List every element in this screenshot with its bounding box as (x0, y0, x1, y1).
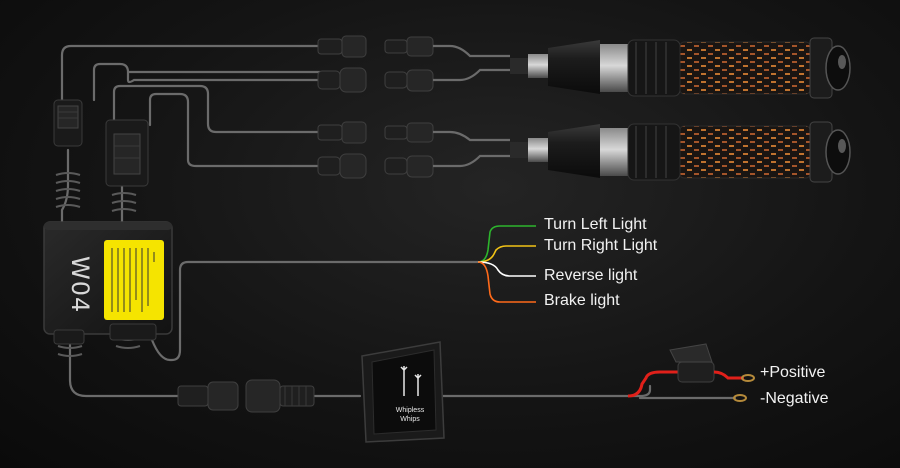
controller-input-plug-1 (53, 99, 83, 147)
connector-group (317, 35, 434, 179)
positive-wire-out (713, 370, 744, 380)
negative-terminal-ring (733, 394, 747, 402)
turn-left-label: Turn Left Light (544, 216, 647, 233)
negative-label: -Negative (760, 390, 829, 407)
whip-light-1 (510, 37, 851, 99)
turn-left-wire (477, 225, 536, 263)
controller-model-label: W04 (66, 256, 94, 314)
brake-wire (477, 261, 536, 303)
controller-input-plug-2 (105, 119, 149, 187)
fuse-holder (627, 343, 755, 402)
switch-label-line1: Whipless (395, 407, 425, 414)
cable-controller-top-left (60, 148, 70, 227)
positive-label: +Positive (760, 364, 826, 381)
cable-switch-out (440, 384, 652, 398)
controller-box (43, 221, 173, 345)
connector-pair-2 (317, 67, 434, 93)
connector-pair-4 (317, 153, 434, 179)
cables (60, 44, 737, 400)
reverse-wire (477, 261, 536, 277)
warning-label (104, 240, 164, 320)
cable-whip1-right (92, 62, 322, 102)
cable-whip2-left (112, 84, 322, 134)
switch-label-line2: Whips (400, 416, 420, 423)
warning-label-lines (111, 248, 155, 312)
connector-pair-3 (317, 121, 434, 144)
whip-light-2 (510, 121, 851, 183)
cable-whip1-left (60, 44, 322, 102)
switch-connectors (177, 379, 315, 413)
turn-right-label: Turn Right Light (544, 237, 658, 254)
connector-pair-1 (317, 35, 434, 58)
reverse-label: Reverse light (544, 267, 638, 284)
whip-leads (433, 44, 520, 168)
rocker-switch (361, 341, 445, 443)
cable-switch-feed (68, 343, 180, 398)
brake-label: Brake light (544, 292, 620, 309)
turn-right-wire (477, 245, 536, 263)
cable-signal-bundle (150, 260, 480, 362)
signal-wires (477, 225, 536, 303)
whip-icon (400, 366, 422, 396)
switch-label: Whipless Whips (383, 406, 437, 424)
positive-terminal-ring (741, 374, 755, 382)
cable-whip2-right (148, 92, 322, 168)
positive-wire (627, 370, 678, 398)
